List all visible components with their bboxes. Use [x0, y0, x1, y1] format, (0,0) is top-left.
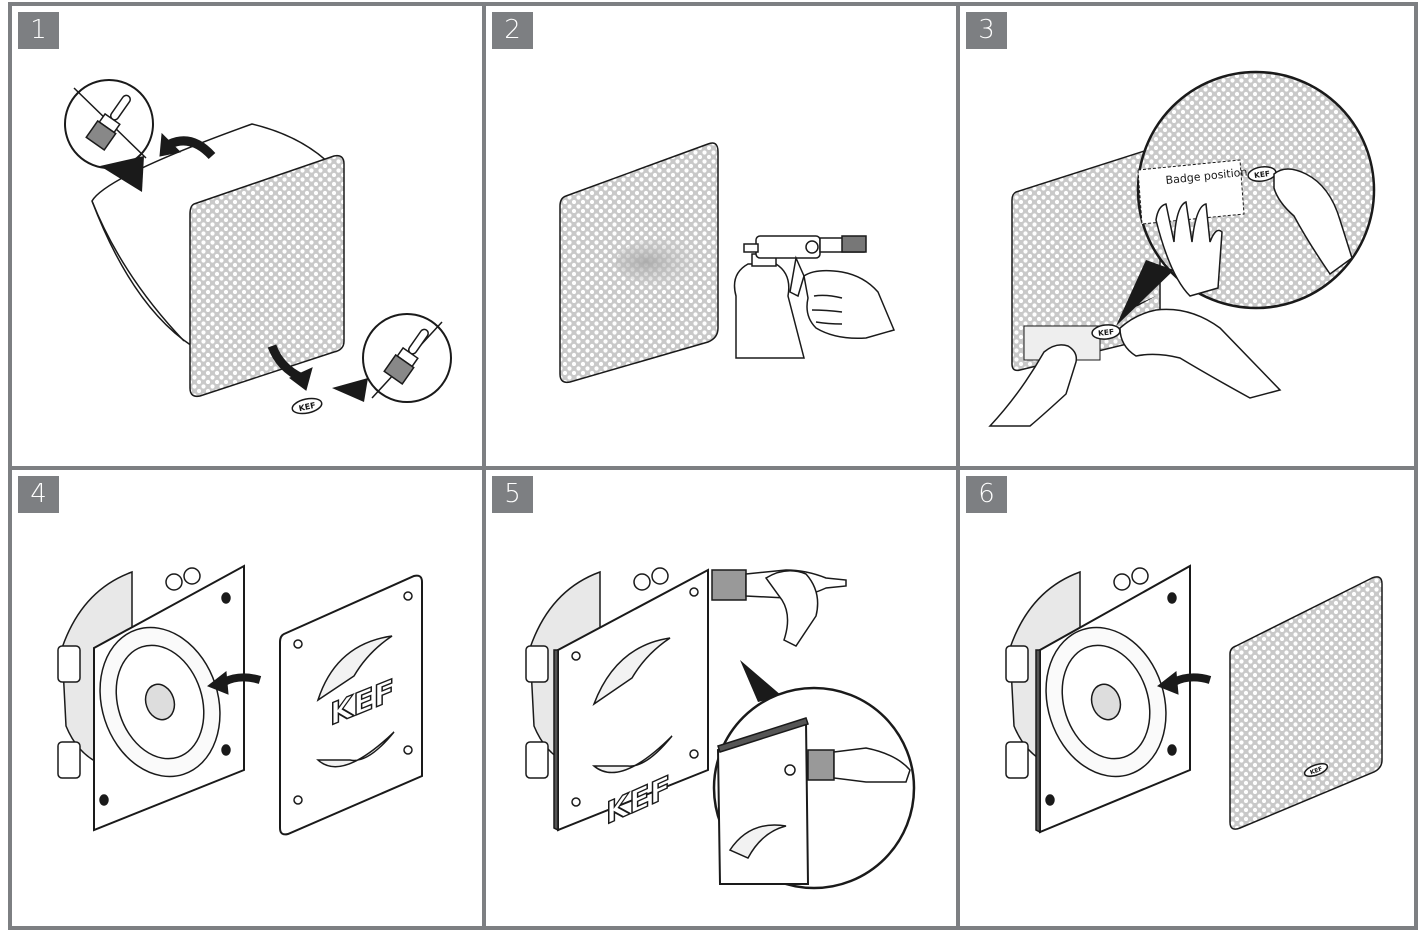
step-5-illustration: KEF [525, 567, 916, 890]
step-3-panel: 3 Badge position KEF KEF [956, 2, 1418, 470]
step-1-panel: 1 [8, 2, 486, 470]
step-2-number: 2 [492, 12, 533, 49]
spray-mist [616, 238, 716, 286]
curved-arrow-bottom [267, 344, 313, 391]
step-3-number: 3 [966, 12, 1007, 49]
step-3-illustration: Badge position KEF KEF [988, 70, 1376, 427]
spray-gun [733, 235, 867, 359]
hand [803, 269, 896, 340]
step-5-number: 5 [492, 476, 533, 513]
speaker-frame [1005, 564, 1191, 834]
step-6-illustration: KEF [1005, 564, 1383, 834]
svg-text:KEF: KEF [1253, 169, 1270, 180]
step-4-number: 4 [18, 476, 59, 513]
hand-bottom-left [988, 344, 1078, 427]
speaker-frame [57, 564, 245, 832]
svg-text:KEF: KEF [1098, 327, 1115, 338]
hand-inset-left [1155, 200, 1223, 297]
hand-bottom-right [1119, 308, 1282, 399]
curved-arrow-top [159, 132, 216, 160]
kef-badge: KEF [1091, 324, 1121, 340]
brush-icon [383, 328, 429, 386]
step-2-illustration [559, 142, 896, 384]
svg-text:KEF: KEF [298, 401, 317, 413]
magnetic-plate [553, 568, 709, 832]
step-6-panel: 6 KEF [956, 466, 1418, 930]
callout-pointer [740, 660, 782, 702]
step-4-illustration: KEF [57, 564, 423, 836]
brush-icon [85, 94, 131, 152]
step-1-illustration: KEF [64, 79, 452, 415]
grille-panel [1229, 576, 1383, 830]
kef-badge: KEF [1303, 763, 1329, 777]
detail-inset [716, 717, 911, 885]
hand-inset-right [1273, 168, 1353, 276]
kef-badge: KEF [291, 397, 323, 415]
curved-arrow [1157, 671, 1212, 695]
brush-and-hand [711, 569, 847, 647]
step-6-number: 6 [966, 476, 1007, 513]
grille-panel [189, 154, 345, 398]
curved-arrow [207, 671, 262, 695]
step-4-panel: 4 [8, 466, 486, 930]
step-1-number: 1 [18, 12, 59, 49]
magnetic-plate [279, 574, 423, 836]
step-2-panel: 2 [482, 2, 960, 470]
step-5-panel: 5 KEF [482, 466, 960, 930]
svg-text:KEF: KEF [1309, 765, 1323, 776]
